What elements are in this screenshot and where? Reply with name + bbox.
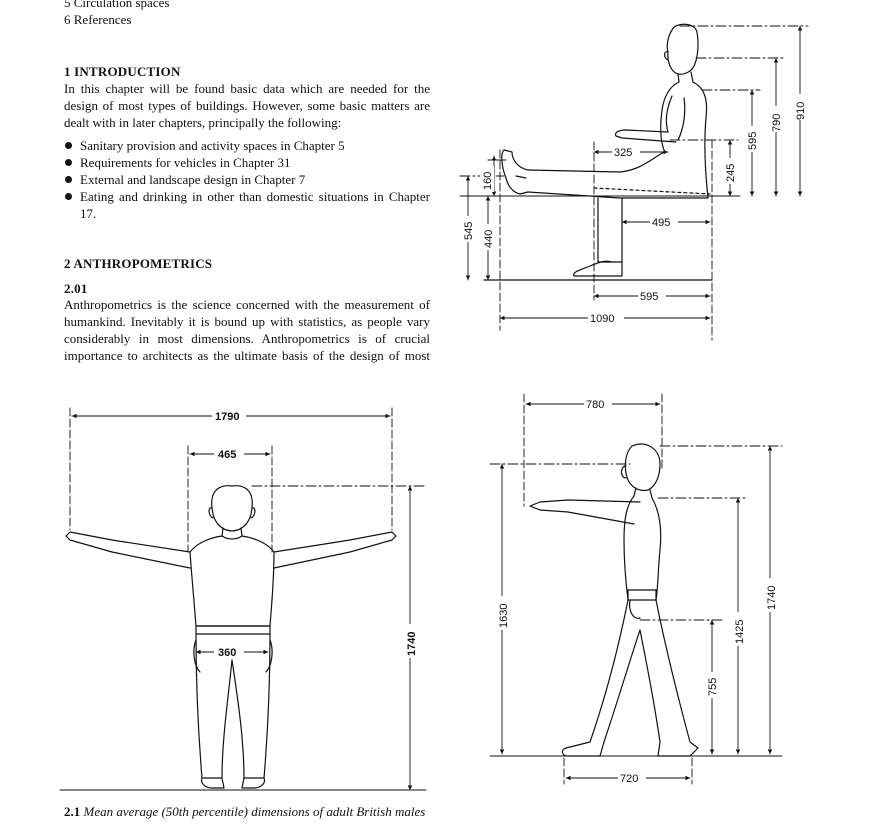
chapter-reference-list: Sanitary provision and activity spaces i… <box>64 137 430 222</box>
figure-caption: 2.1 Mean average (50th percentile) dimen… <box>64 804 425 820</box>
dim-label-1740-side: 1740 <box>766 586 778 610</box>
dim-label-325: 325 <box>614 147 632 159</box>
bullet-icon <box>65 142 72 149</box>
dim-label-440: 440 <box>483 230 495 248</box>
caption-text: Mean average (50th percentile) dimension… <box>83 804 426 819</box>
paragraph-line: design of most types of buildings. Howev… <box>64 98 430 113</box>
side-dimensions <box>489 393 783 785</box>
anthropometrics-paragraph: Anthropometrics is the science concerned… <box>64 296 430 364</box>
dim-label-1630: 1630 <box>498 604 510 628</box>
toc-list: 5 Circulation spaces 6 References <box>64 0 169 28</box>
front-dimensions <box>59 407 427 791</box>
list-item: Sanitary provision and activity spaces i… <box>64 137 430 154</box>
paragraph-line: importance to architects as the ultimate… <box>64 348 430 363</box>
paragraph-line: considerably in most dimensions. Anthrop… <box>64 331 430 346</box>
bullet-icon <box>65 159 72 166</box>
paragraph-line: dealt with in later chapters, principall… <box>64 115 342 130</box>
paragraph-line: In this chapter will be found basic data… <box>64 81 430 96</box>
dim-label-1790: 1790 <box>215 411 239 423</box>
bullet-icon <box>65 176 72 183</box>
dim-label-720: 720 <box>620 773 638 785</box>
anthropometrics-heading: 2 ANTHROPOMETRICS <box>64 256 213 271</box>
dim-label-245: 245 <box>725 164 737 182</box>
list-item: External and landscape design in Chapter… <box>64 171 430 188</box>
dim-label-360: 360 <box>218 647 236 659</box>
dim-label-1425: 1425 <box>734 620 746 644</box>
seated-dimensions <box>459 25 809 341</box>
dim-label-160: 160 <box>482 172 494 190</box>
bullet-icon <box>65 193 72 200</box>
dim-label-595-width: 595 <box>640 291 658 303</box>
toc-item: 5 Circulation spaces <box>64 0 170 10</box>
caption-number: 2.1 <box>64 804 81 819</box>
dim-label-465: 465 <box>218 449 236 461</box>
dim-label-790: 790 <box>771 114 783 132</box>
toc-item: 6 References <box>64 12 132 27</box>
introduction-paragraph: In this chapter will be found basic data… <box>64 80 430 131</box>
list-item: Requirements for vehicles in Chapter 31 <box>64 154 430 171</box>
paragraph-line: Anthropometrics is the science concerned… <box>64 297 430 312</box>
list-item: Eating and drinking in other than domest… <box>64 188 430 222</box>
dim-label-780: 780 <box>586 399 604 411</box>
dim-label-755: 755 <box>707 678 719 696</box>
dim-label-495: 495 <box>652 217 670 229</box>
dim-label-595-height: 595 <box>747 132 759 150</box>
dim-label-545: 545 <box>463 222 475 240</box>
section-number: 2.01 <box>64 281 88 296</box>
front-standing-figure <box>65 485 397 789</box>
dim-label-1090: 1090 <box>590 313 614 325</box>
paragraph-line: humankind. Inevitably it is bound up wit… <box>64 314 430 329</box>
dim-label-910: 910 <box>795 102 807 120</box>
introduction-heading: 1 INTRODUCTION <box>64 64 181 79</box>
side-standing-figure <box>529 443 699 757</box>
seated-figure <box>483 23 713 281</box>
dim-label-1740-front: 1740 <box>406 632 418 656</box>
dimension-labels: 910 790 595 245 325 160 545 440 495 595 … <box>212 94 807 785</box>
